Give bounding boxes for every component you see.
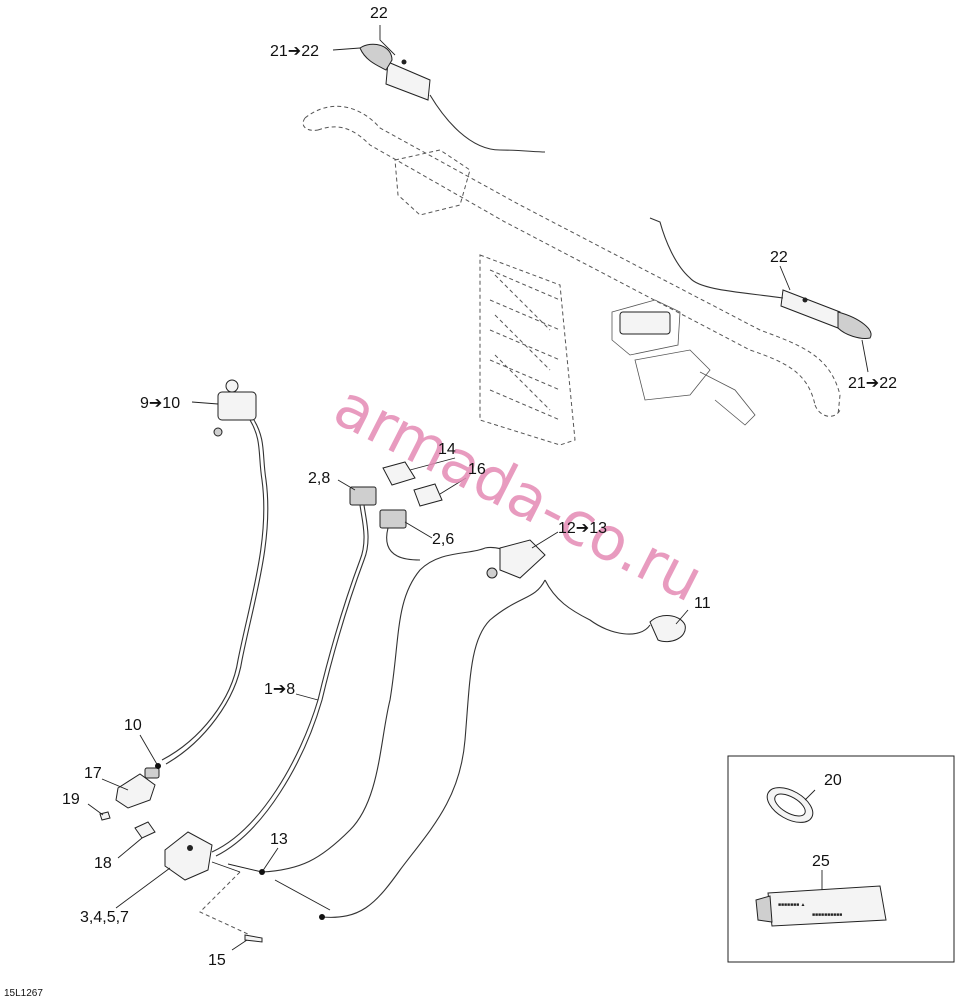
callout-10: 10	[124, 717, 142, 734]
callout-16: 16	[468, 461, 486, 478]
callout-22-right: 22	[770, 249, 788, 266]
callout-leaders	[87, 25, 869, 951]
callout-2-6: 2,6	[432, 531, 454, 548]
callout-2-8: 2,8	[308, 470, 330, 487]
svg-text:■■■■■■■■■■: ■■■■■■■■■■	[812, 912, 842, 918]
grip-heater-left	[359, 43, 546, 153]
callout-15: 15	[208, 952, 226, 969]
main-connector-group	[99, 767, 331, 943]
inset-box: ■■■■■■■ ▲ ■■■■■■■■■■	[727, 755, 955, 963]
throttle-switch	[161, 379, 269, 765]
callout-14: 14	[438, 441, 456, 458]
callout-20: 20	[824, 772, 842, 789]
callout-21-22-top: 21➔22	[270, 43, 319, 60]
diagram-code: 15L1267	[4, 988, 43, 999]
callout-11: 11	[694, 595, 711, 612]
callout-3-4-5-7: 3,4,5,7	[80, 909, 129, 926]
handlebar-assembly	[302, 105, 841, 446]
connectors-group	[211, 461, 443, 857]
callout-22-top: 22	[370, 5, 388, 22]
callout-9-10: 9➔10	[140, 395, 180, 412]
callout-19: 19	[62, 791, 80, 808]
watermark-text: armada-co.ru	[323, 371, 713, 616]
grip-heater-right	[649, 217, 872, 339]
callout-21-22-right: 21➔22	[848, 375, 897, 392]
callout-labels: 22 21➔22 22 21➔22 9➔10 14 16 2,8 2,6 12➔…	[4, 5, 897, 999]
callout-25: 25	[812, 853, 830, 870]
callout-18: 18	[94, 855, 112, 872]
callout-12-13: 12➔13	[558, 520, 607, 537]
callout-17: 17	[84, 765, 102, 782]
harness-main	[261, 539, 686, 918]
callout-13: 13	[270, 831, 288, 848]
svg-text:■■■■■■■ ▲: ■■■■■■■ ▲	[778, 902, 805, 908]
callout-1-8: 1➔8	[264, 681, 295, 698]
